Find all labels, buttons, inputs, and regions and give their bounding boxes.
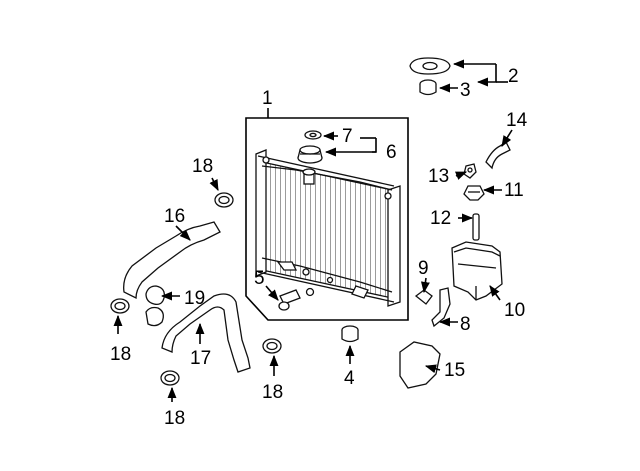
callout-13: 13	[428, 166, 449, 187]
callout-14: 14	[506, 110, 528, 131]
leader-lines	[113, 59, 513, 402]
tank-bracket	[431, 287, 451, 328]
mount-bushing	[419, 79, 437, 96]
lower-hose	[161, 293, 251, 373]
callout-5: 5	[254, 268, 265, 289]
callout-4: 4	[344, 368, 355, 389]
hose-clamp-18-top	[214, 192, 234, 208]
hose-clamp-19	[145, 285, 165, 327]
hose-clamp-18-left	[110, 298, 130, 314]
cap-seal	[304, 130, 322, 140]
hose-clamp-18-bottom	[160, 370, 180, 386]
callout-18-bottom: 18	[164, 408, 185, 429]
callout-17: 17	[190, 348, 211, 369]
callout-6: 6	[386, 142, 397, 163]
callout-18-top: 18	[192, 156, 213, 177]
callout-11: 11	[504, 180, 524, 201]
reserve-tank-cap	[463, 185, 485, 201]
splash-cover	[399, 341, 441, 389]
lower-cushion	[341, 325, 359, 343]
tank-bolt	[414, 289, 433, 305]
radiator-group-box	[245, 117, 409, 321]
callout-18-right: 18	[262, 382, 283, 403]
callout-15: 15	[444, 360, 465, 381]
upper-hose	[123, 221, 221, 300]
callout-1: 1	[262, 88, 273, 109]
mount-cushion	[409, 57, 451, 75]
radiator-core	[255, 149, 401, 307]
radiator-cap	[297, 145, 323, 164]
reserve-tube	[472, 213, 480, 241]
callout-12: 12	[430, 208, 451, 229]
callout-10: 10	[504, 300, 525, 321]
callout-18-left: 18	[110, 344, 131, 365]
callout-3: 3	[460, 80, 471, 101]
callout-16: 16	[164, 206, 185, 227]
hose-clamp-18-right	[262, 338, 282, 354]
callout-7: 7	[342, 126, 353, 147]
callout-8: 8	[460, 314, 471, 335]
callout-9: 9	[418, 258, 429, 279]
callout-2: 2	[508, 66, 519, 87]
hose-clip	[463, 163, 477, 179]
overflow-hose	[485, 141, 511, 170]
drain-plug	[278, 287, 315, 311]
callout-19: 19	[184, 288, 205, 309]
